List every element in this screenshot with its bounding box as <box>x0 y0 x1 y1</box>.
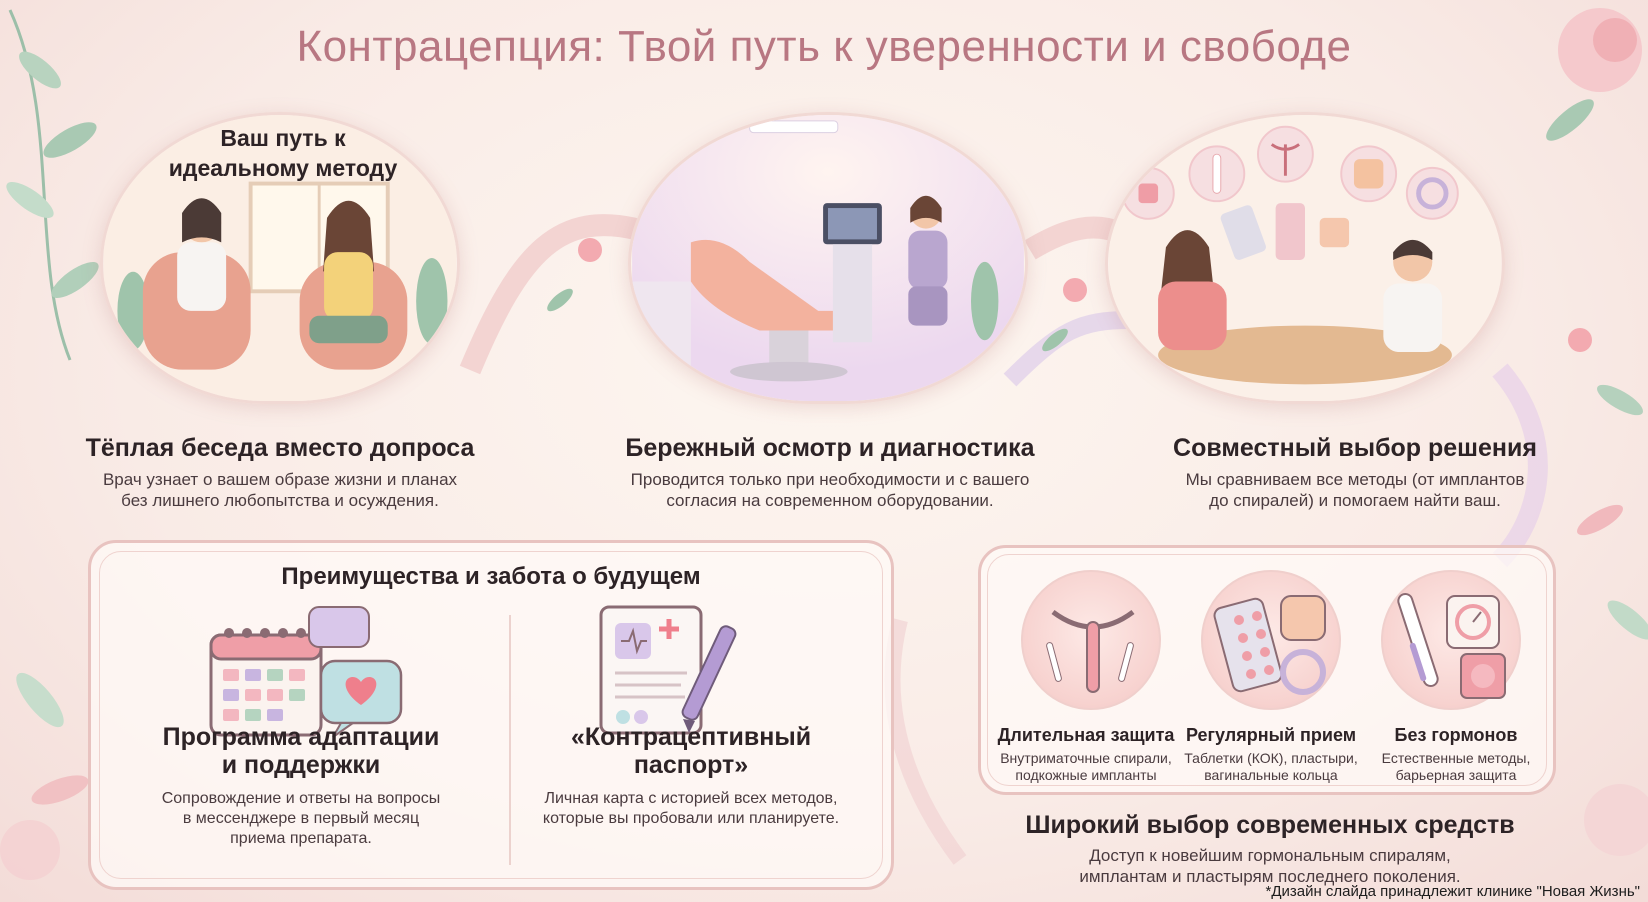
adaptation-text-line2: в мессенджере в первый месяц <box>182 810 420 827</box>
passport-heading: «Контрацептивный паспорт» <box>521 723 861 779</box>
medical-document-icon <box>599 605 703 735</box>
methods-panel: Длительная защита Внутриматочные спирали… <box>978 545 1556 795</box>
passport-illustration <box>599 605 737 735</box>
benefits-heading: Преимущества и забота о будущем <box>281 563 701 590</box>
passport-text-line2: которые вы пробовали или планируете. <box>542 810 840 827</box>
iud-icon <box>1270 143 1300 176</box>
chat-bubble-icon <box>308 606 403 738</box>
iud-icon <box>1051 609 1135 693</box>
adaptation-heading-line1: Программа адаптации <box>162 723 440 751</box>
flower-icon <box>578 238 602 262</box>
decor-flowers-right <box>1546 8 1648 856</box>
step-3-heading: Совместный выбор решения <box>1173 434 1537 462</box>
methods-text-line1: Доступ к новейшим гормональным спиралям, <box>1089 846 1451 865</box>
passport-heading-line2: паспорт» <box>633 751 749 779</box>
passport-heading-line1: «Контрацептивный <box>570 723 812 751</box>
option-hormone-free-text-line2: барьерная защита <box>1395 767 1517 783</box>
vaginal-ring-icon <box>1416 177 1449 210</box>
adaptation-text: Сопровождение и ответы на вопросы в месс… <box>131 789 471 849</box>
option-hormone-free-text-line1: Естественные методы, <box>1381 750 1531 766</box>
pill-blister-icon <box>1213 597 1283 693</box>
adaptation-text-line3: приема препарата. <box>230 830 372 847</box>
passport-text-line1: Личная карта с историей всех методов, <box>544 790 838 807</box>
footer-note: *Дизайн слайда принадлежит клинике "Нова… <box>1265 883 1641 900</box>
step-3-text-line2: до спиралей) и помогаем найти ваш. <box>1209 491 1501 510</box>
heart-icon <box>345 677 377 705</box>
decor-leaves-left <box>0 9 99 880</box>
scene-exam-room <box>628 112 1028 404</box>
step-1-heading: Тёплая беседа вместо допроса <box>85 434 475 462</box>
option-hormone-free-heading: Без гормонов <box>1394 725 1518 745</box>
option-long-term-text-line1: Внутриматочные спирали, <box>1000 750 1172 766</box>
calendar-icon <box>209 628 323 737</box>
option-regular-heading: Регулярный прием <box>1185 725 1357 745</box>
option-long-term-heading: Длительная защита <box>997 725 1175 745</box>
methods-text-line2: имплантам и пластырям последнего поколен… <box>1079 867 1461 886</box>
benefits-divider <box>509 615 511 865</box>
pen-icon <box>681 625 737 733</box>
pill-blister-icon <box>1220 205 1266 260</box>
scene-joint-choice <box>1105 112 1505 404</box>
methods-heading: Широкий выбор современных средств <box>1025 811 1515 839</box>
adaptation-heading-line2: и поддержки <box>221 751 381 779</box>
step-2-text-line2: согласия на современном оборудовании. <box>666 491 994 510</box>
calendar-chat-illustration <box>209 606 403 738</box>
step-3-text-line1: Мы сравниваем все методы (от имплантов <box>1185 470 1525 489</box>
condom-packet-icon <box>1138 183 1159 204</box>
option-hormone-free-bubble <box>1381 570 1521 710</box>
adaptation-text-line1: Сопровождение и ответы на вопросы <box>161 790 441 807</box>
step-2-heading: Бережный осмотр и диагностика <box>625 434 1035 462</box>
page-title: Контрацепция: Твой путь к уверенности и … <box>296 22 1352 71</box>
passport-text: Личная карта с историей всех методов, ко… <box>521 789 861 829</box>
step-1-text-line2: без лишнего любопытства и осуждения. <box>121 491 439 510</box>
scene-caption-line2: идеальному методу <box>168 155 398 181</box>
leaf-icon <box>117 271 149 351</box>
step-1-text-line1: Врач узнает о вашем образе жизни и плана… <box>102 470 458 489</box>
option-regular-bubble <box>1201 570 1341 710</box>
option-regular-text-line1: Таблетки (КОК), пластыри, <box>1184 750 1358 766</box>
option-regular-text-line2: вагинальные кольца <box>1204 767 1338 783</box>
scene-caption-line1: Ваш путь к <box>220 125 346 151</box>
option-long-term-bubble <box>1021 570 1161 710</box>
scene-conversation: Ваш путь к идеальному методу <box>100 112 460 404</box>
adaptation-heading: Программа адаптации и поддержки <box>131 723 471 779</box>
thermometer-icon <box>1397 593 1439 687</box>
option-long-term-text-line2: подкожные импланты <box>1015 767 1157 783</box>
step-2-text-line1: Проводится только при необходимости и с … <box>630 470 1030 489</box>
benefits-panel: Преимущества и забота о будущем <box>88 540 894 890</box>
vaginal-ring-icon <box>1280 649 1326 695</box>
